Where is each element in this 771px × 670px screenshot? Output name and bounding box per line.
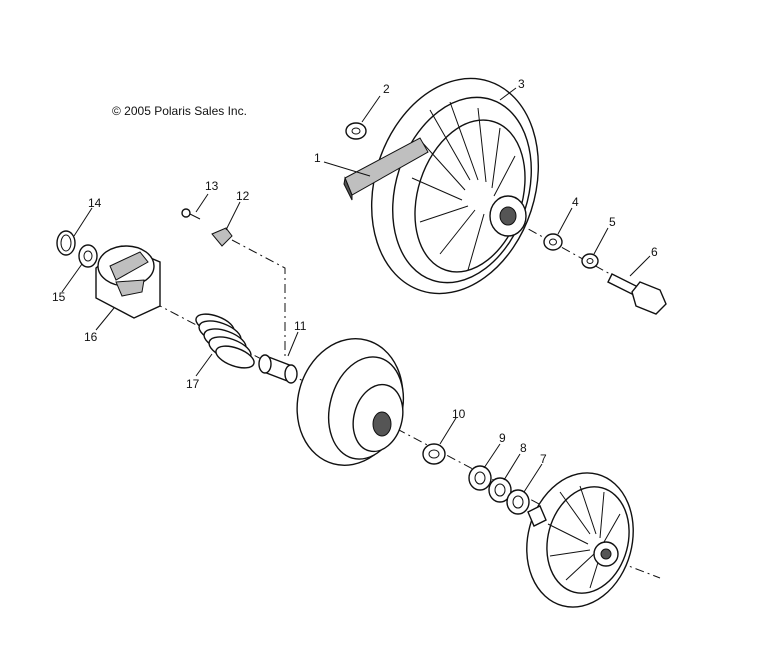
part-14-snap-ring: [56, 230, 76, 256]
svg-text:3: 3: [518, 77, 525, 91]
moveable-sheave: [296, 338, 404, 466]
svg-text:7: 7: [540, 452, 547, 466]
svg-text:6: 6: [651, 245, 658, 259]
svg-text:14: 14: [88, 196, 102, 210]
stationary-sheave: [526, 472, 634, 608]
svg-text:5: 5: [609, 215, 616, 229]
part-9-washer: [468, 465, 492, 491]
callout-4: 4: [557, 195, 579, 235]
part-5-washer: [581, 253, 599, 269]
svg-text:4: 4: [572, 195, 579, 209]
callout-12: 12: [225, 189, 250, 231]
callout-17: 17: [186, 353, 213, 391]
callout-3: 3: [499, 77, 525, 101]
assembly-axis-upper: [511, 219, 651, 297]
svg-text:10: 10: [452, 407, 466, 421]
callout-7: 7: [523, 452, 547, 493]
callout-16: 16: [84, 307, 115, 344]
part-16-spider: [95, 245, 161, 319]
part-12-weight: [211, 227, 233, 247]
callout-14: 14: [73, 196, 102, 237]
part-4-washer: [543, 233, 563, 251]
svg-text:8: 8: [520, 441, 527, 455]
part-8-washer: [488, 477, 512, 503]
svg-text:9: 9: [499, 431, 506, 445]
part-15-washer: [78, 244, 98, 268]
callout-1: 1: [314, 151, 371, 177]
copyright-notice: © 2005 Polaris Sales Inc.: [112, 104, 247, 118]
callout-6: 6: [629, 245, 658, 277]
callout-11: 11: [287, 319, 307, 357]
part-13-screw: [181, 208, 201, 220]
screw-guide-line: [231, 239, 286, 358]
callout-9: 9: [483, 431, 506, 469]
part-11-bushing: [258, 354, 298, 384]
callout-15: 15: [52, 263, 83, 304]
svg-text:2: 2: [383, 82, 390, 96]
part-17-spring: [195, 313, 255, 369]
callout-5: 5: [593, 215, 616, 255]
svg-text:11: 11: [294, 319, 307, 333]
part-3-sheave: [370, 77, 540, 295]
part-2-washer: [345, 122, 367, 140]
part-1-belt: [343, 137, 429, 201]
part-6-bolt: [607, 273, 667, 315]
part-7-washer: [506, 489, 530, 515]
callout-10: 10: [439, 407, 466, 445]
svg-text:1: 1: [314, 151, 321, 165]
svg-text:15: 15: [52, 290, 66, 304]
callout-2: 2: [361, 82, 390, 123]
svg-text:17: 17: [186, 377, 200, 391]
callout-8: 8: [503, 441, 527, 481]
callout-13: 13: [195, 179, 219, 213]
svg-text:12: 12: [236, 189, 250, 203]
svg-text:16: 16: [84, 330, 98, 344]
part-10-bushing: [422, 443, 446, 465]
svg-text:13: 13: [205, 179, 219, 193]
